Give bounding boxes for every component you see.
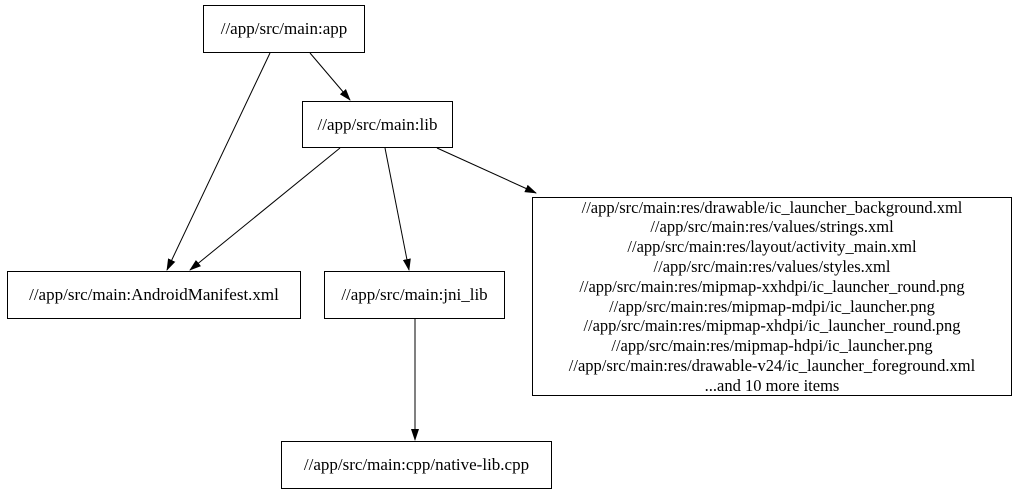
res-group-line: //app/src/main:res/mipmap-hdpi/ic_launch… (611, 336, 933, 356)
res-group-line: //app/src/main:res/values/strings.xml (650, 217, 894, 237)
res-group-line: //app/src/main:res/drawable-v24/ic_launc… (568, 355, 976, 375)
node-app-label: //app/src/main:app (220, 19, 348, 39)
node-android-manifest-label: //app/src/main:AndroidManifest.xml (29, 285, 279, 305)
edge-lib-to-manifest (189, 147, 341, 271)
node-app-target: //app/src/main:app (203, 5, 365, 53)
res-group-line: //app/src/main:res/mipmap-xxhdpi/ic_laun… (579, 276, 965, 296)
res-group-line: //app/src/main:res/values/styles.xml (653, 256, 891, 276)
node-native-lib-cpp: //app/src/main:cpp/native-lib.cpp (281, 441, 552, 489)
node-lib-target: //app/src/main:lib (302, 101, 453, 148)
edge-lib-to-jni-lib (384, 147, 411, 271)
node-jni-lib-label: //app/src/main:jni_lib (341, 285, 488, 305)
node-lib-label: //app/src/main:lib (317, 114, 438, 134)
res-group-line: //app/src/main:res/mipmap-mdpi/ic_launch… (609, 296, 935, 316)
node-android-manifest: //app/src/main:AndroidManifest.xml (7, 271, 301, 319)
res-group-line: //app/src/main:res/mipmap-xhdpi/ic_launc… (583, 316, 961, 336)
node-res-group: //app/src/main:res/drawable/ic_launcher_… (532, 197, 1012, 396)
res-group-more-items: ...and 10 more items (704, 375, 840, 395)
res-group-line: //app/src/main:res/layout/activity_main.… (627, 237, 917, 257)
edge-app-to-manifest (166, 52, 271, 271)
res-group-line: //app/src/main:res/drawable/ic_launcher_… (581, 197, 963, 217)
edge-lib-to-res-group (436, 147, 537, 194)
node-native-lib-cpp-label: //app/src/main:cpp/native-lib.cpp (303, 455, 530, 475)
node-jni-lib: //app/src/main:jni_lib (324, 271, 505, 319)
edge-app-to-lib (309, 52, 351, 101)
